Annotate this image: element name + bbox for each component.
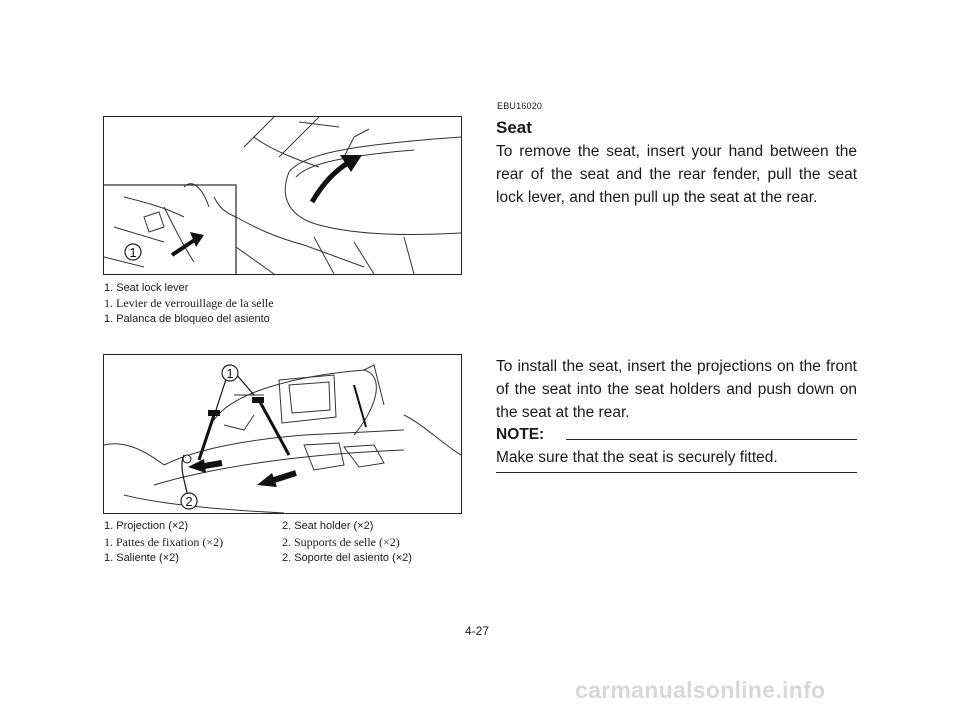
caption-col2-en: 2. Seat holder (×2) (282, 520, 374, 532)
caption-en: 1. Seat lock lever (104, 282, 189, 294)
caption-col2-es: 2. Soporte del asiento (×2) (282, 552, 412, 564)
watermark: carmanualsonline.info (575, 677, 826, 703)
caption-fr: 1. Levier de verrouillage de la selle (104, 296, 274, 310)
caption-es: 1. Palanca de bloqueo del asiento (104, 313, 270, 325)
page-number: 4-27 (465, 624, 490, 638)
caption-col1-fr: 1. Pattes de fixation (×2) (104, 535, 224, 549)
seat-holder-illustration: 1 2 (104, 364, 461, 513)
callout-1: 1 (226, 366, 233, 381)
caption-col1-en: 1. Projection (×2) (104, 520, 189, 532)
section-title: Seat (496, 118, 532, 137)
seat-lock-illustration: 1 (104, 117, 461, 274)
caption-col1-es: 1. Saliente (×2) (104, 552, 179, 564)
section-code: EBU16020 (497, 101, 543, 111)
note-text: Make sure that the seat is securely fitt… (496, 449, 778, 466)
remove-instructions: To remove the seat, insert your hand bet… (496, 143, 857, 206)
install-instructions: To install the seat, insert the projecti… (496, 358, 857, 421)
callout-1: 1 (129, 245, 136, 260)
note-top-rule (566, 439, 857, 440)
caption-col2-fr: 2. Supports de selle (×2) (282, 535, 400, 549)
figure-seat-installation: 1 2 (103, 354, 462, 514)
note-bottom-rule (496, 472, 857, 473)
callout-2: 2 (185, 494, 192, 509)
figure-seat-removal: 1 (103, 116, 462, 275)
note-label: NOTE: (496, 426, 545, 443)
